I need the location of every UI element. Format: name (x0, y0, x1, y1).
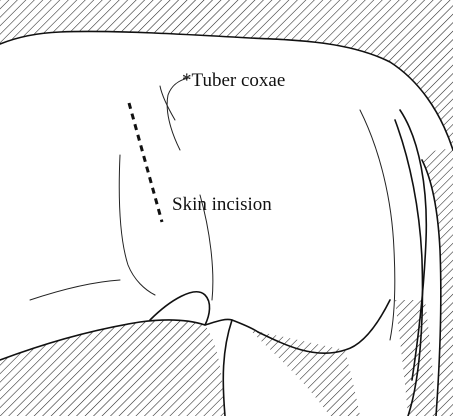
rump-contour (360, 110, 395, 340)
stifle-outline (223, 320, 258, 416)
skin-incision-label: Skin incision (172, 194, 272, 215)
hatched-background-bottom-left (0, 320, 225, 416)
skin-incision-line (129, 103, 162, 222)
tuber-coxae-label: *Tuber coxae (182, 70, 285, 91)
hatched-background-bottom-middle (250, 330, 360, 416)
belly-contour (30, 280, 120, 300)
hip-contour (119, 155, 155, 295)
